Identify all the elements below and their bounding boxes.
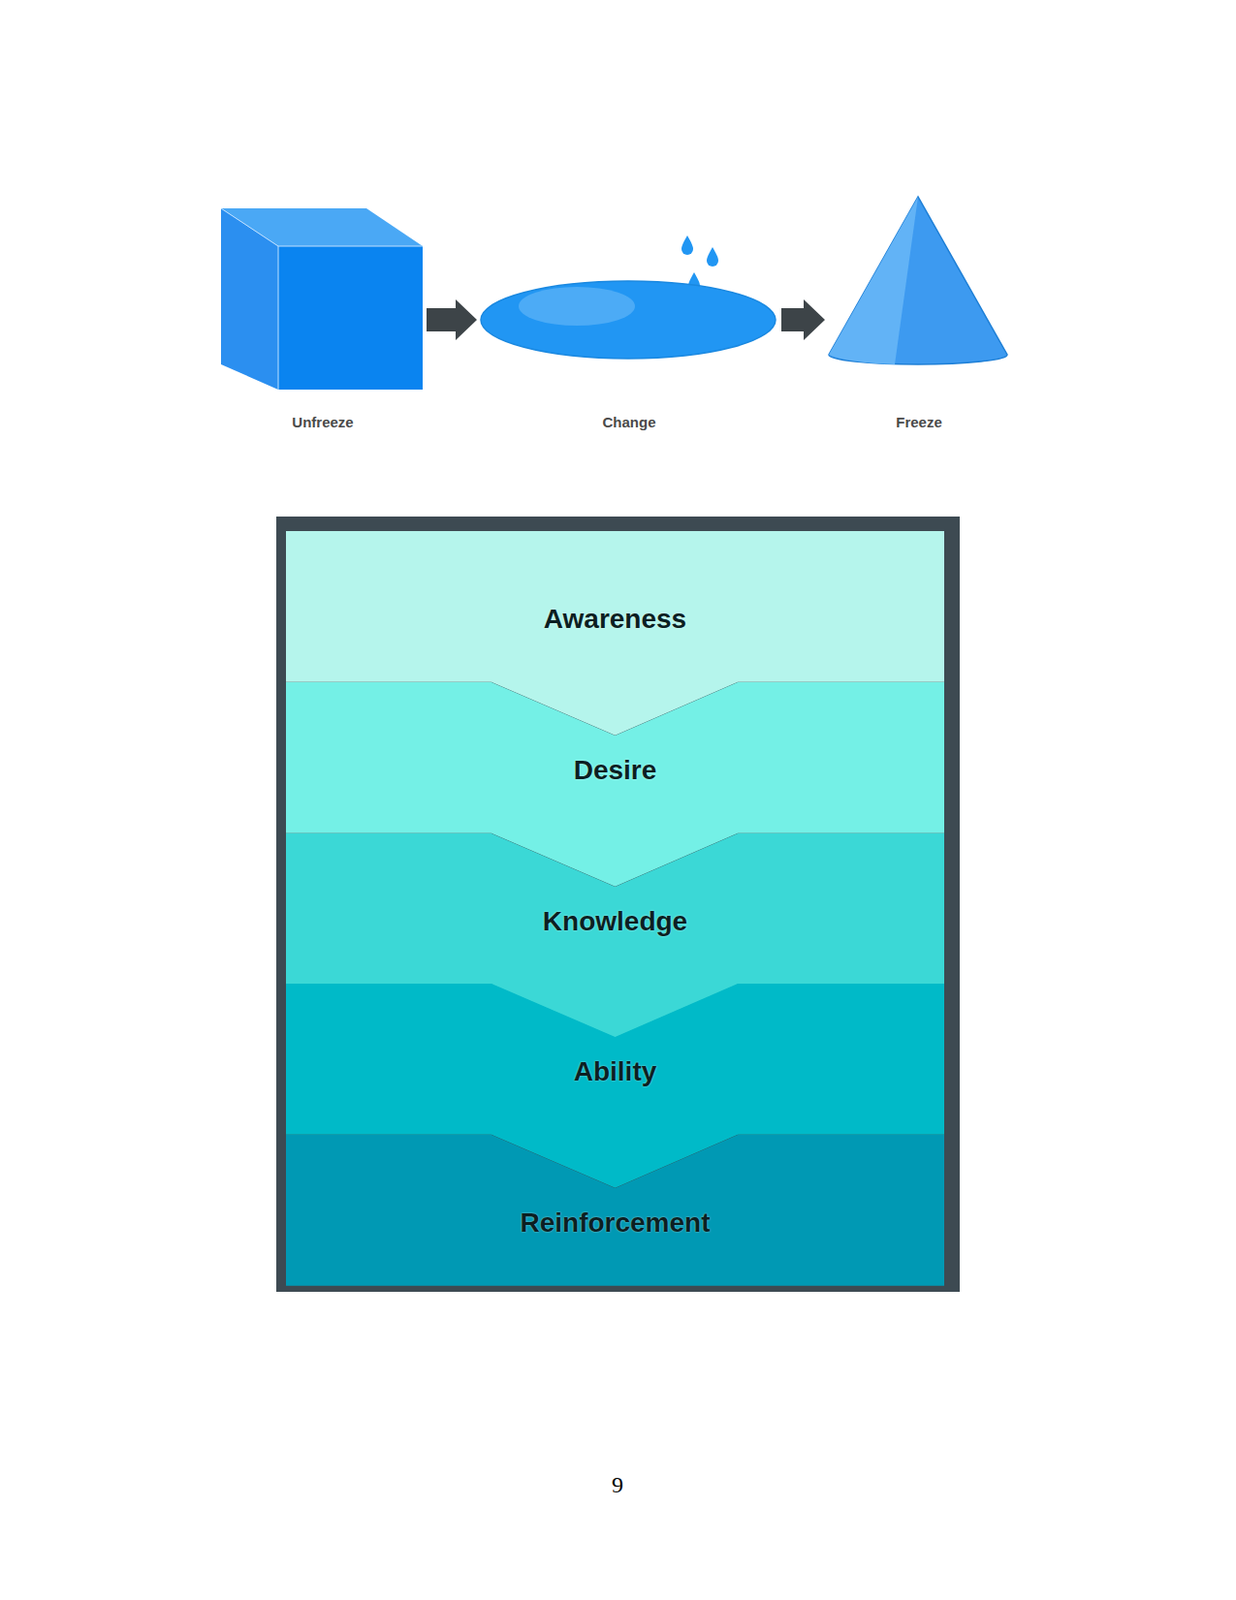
stage-label: Reinforcement <box>285 1206 945 1240</box>
stage-shape: Freeze <box>826 193 1012 442</box>
stage-shape: Unfreeze <box>221 193 425 442</box>
frame <box>276 516 960 1293</box>
puddle-highlight <box>518 286 635 326</box>
cube-edges <box>221 208 423 390</box>
water-drops <box>681 235 719 292</box>
band-shape <box>285 1135 945 1287</box>
stage-shape: Change <box>478 193 780 442</box>
page-number: 9 <box>588 1471 647 1499</box>
stage-label: Knowledge <box>285 905 945 939</box>
stage-caption: Freeze <box>826 413 1012 432</box>
stage-caption: Change <box>478 413 780 432</box>
shape-outline <box>826 193 1012 442</box>
cone <box>828 196 1008 365</box>
stage-caption: Unfreeze <box>221 413 425 432</box>
flow-arrow <box>781 299 825 341</box>
water-drop <box>681 235 694 255</box>
stage-label: Desire <box>285 754 945 788</box>
puddle <box>480 281 776 359</box>
stage-label: Awareness <box>285 602 945 636</box>
stage-label: Ability <box>285 1055 945 1089</box>
flow-arrow <box>426 299 477 341</box>
stage-band: Reinforcement <box>285 1135 945 1287</box>
shape-outline <box>478 193 780 442</box>
cube-front <box>278 246 423 390</box>
cone-highlight <box>828 196 919 365</box>
shape-outline <box>221 193 425 442</box>
cube-side <box>221 208 279 390</box>
water-drop <box>706 247 719 267</box>
